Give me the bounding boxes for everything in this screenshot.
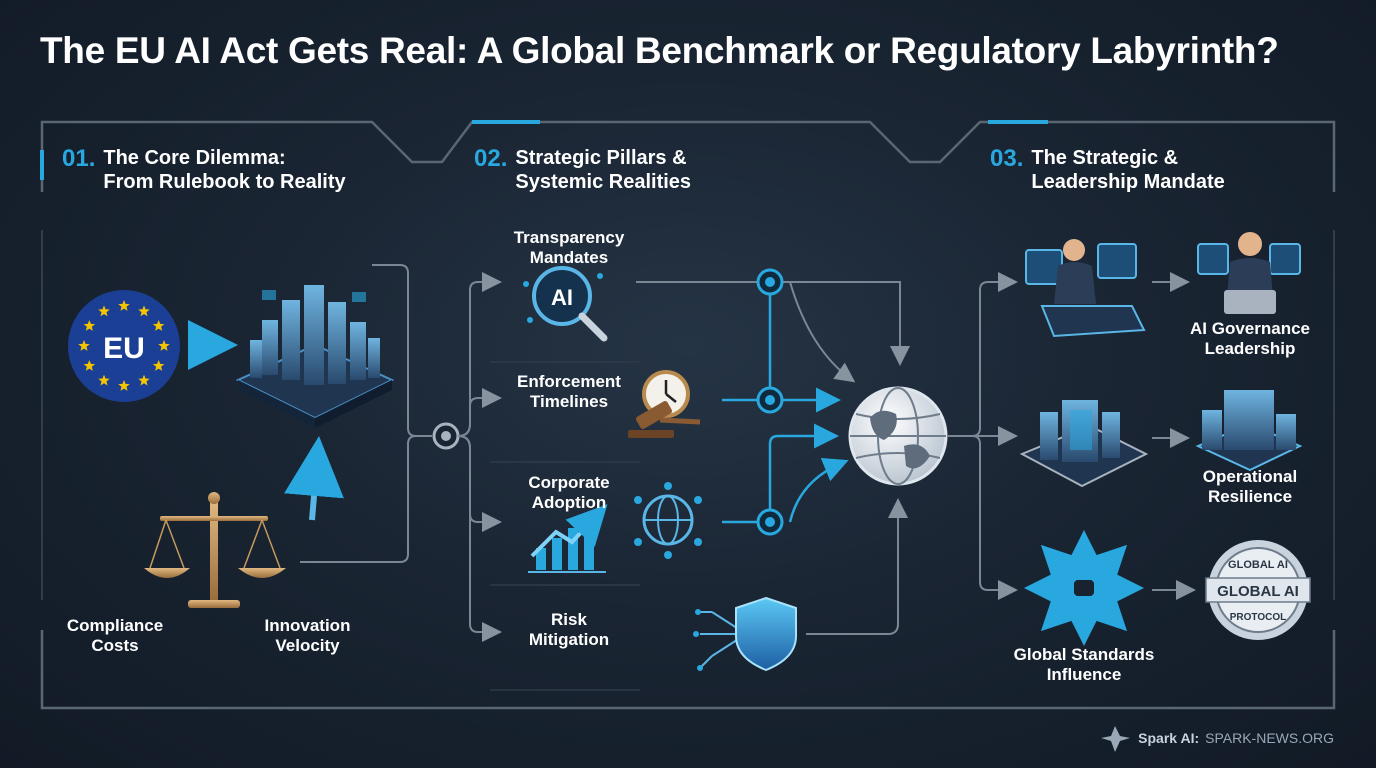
- seal-top-text: GLOBAL AI: [1228, 559, 1288, 571]
- eu-star-icon: [158, 340, 170, 351]
- footer-brand: Spark AI:: [1138, 730, 1200, 746]
- ai-badge-text: AI: [551, 285, 573, 310]
- expansion-arrows-icon: [1024, 530, 1144, 646]
- eu-star-icon: [152, 320, 165, 331]
- eu-star-icon: [138, 374, 150, 386]
- global-globe-icon: [848, 386, 948, 486]
- outer-frame: [40, 120, 1336, 710]
- clock-gavel-icon: [628, 370, 701, 438]
- scales-icon: [144, 492, 286, 608]
- pillar-separators: [490, 361, 640, 691]
- footer-site-link[interactable]: SPARK-NEWS.ORG: [1205, 730, 1334, 746]
- network-globe-icon: [634, 482, 702, 559]
- executive-desk-icon: [1025, 239, 1146, 338]
- eu-flag-icon: EU: [68, 290, 180, 402]
- growth-chart-icon: [528, 504, 608, 573]
- governance-leader-icon: [1197, 232, 1301, 314]
- resilience-tower-icon: [1195, 390, 1303, 472]
- seal-center-text: GLOBAL AI: [1217, 583, 1299, 600]
- connector-globe-to-mandate: [948, 272, 1196, 600]
- section-2-number: 02.: [474, 145, 508, 172]
- ai-magnifier-icon: AI: [523, 266, 608, 342]
- connector-dilemma-to-hub: [300, 264, 432, 563]
- eu-star-icon: [118, 380, 130, 391]
- section-1-title: The Core Dilemma: From Rulebook to Reali…: [103, 147, 346, 193]
- eu-star-icon: [78, 340, 90, 351]
- section-2-header: 02. Strategic Pillars & Systemic Realiti…: [474, 146, 691, 194]
- section-3-header: 03. The Strategic & Leadership Mandate: [990, 146, 1225, 194]
- global-ai-seal-icon: GLOBAL AI GLOBAL AI PROTOCOL: [1205, 540, 1311, 640]
- section-1-number: 01.: [62, 145, 96, 172]
- eu-star-icon: [98, 305, 110, 317]
- eu-star-icon: [152, 360, 165, 371]
- digital-city-icon: [235, 285, 395, 428]
- shield-circuit-icon: [693, 596, 797, 672]
- spark-logo-icon: [1101, 726, 1130, 752]
- seal-bottom-text: PROTOCOL: [1230, 612, 1286, 623]
- eu-star-icon: [138, 305, 150, 317]
- eu-star-icon: [83, 360, 96, 371]
- connector-hub-to-pillars: [457, 272, 502, 642]
- eu-star-icon: [98, 374, 110, 386]
- section-1-header: 01. The Core Dilemma: From Rulebook to R…: [62, 146, 346, 194]
- pillar-nodes: [756, 268, 784, 536]
- section-3-title: The Strategic & Leadership Mandate: [1031, 147, 1225, 193]
- frame-accents: [40, 120, 1048, 180]
- page-title: The EU AI Act Gets Real: A Global Benchm…: [40, 30, 1279, 71]
- operations-building-icon: [1019, 400, 1149, 488]
- eu-star-icon: [83, 320, 96, 331]
- eu-badge-text: EU: [103, 332, 145, 365]
- section-2-title: Strategic Pillars & Systemic Realities: [515, 147, 692, 193]
- section-3-number: 03.: [990, 145, 1024, 172]
- pillar-to-globe-connectors: [636, 281, 910, 635]
- innovation-arrow: [284, 436, 344, 521]
- eu-star-icon: [118, 300, 130, 311]
- hub-node: [432, 422, 460, 450]
- footer-credit: Spark AI: SPARK-NEWS.ORG: [1138, 730, 1334, 746]
